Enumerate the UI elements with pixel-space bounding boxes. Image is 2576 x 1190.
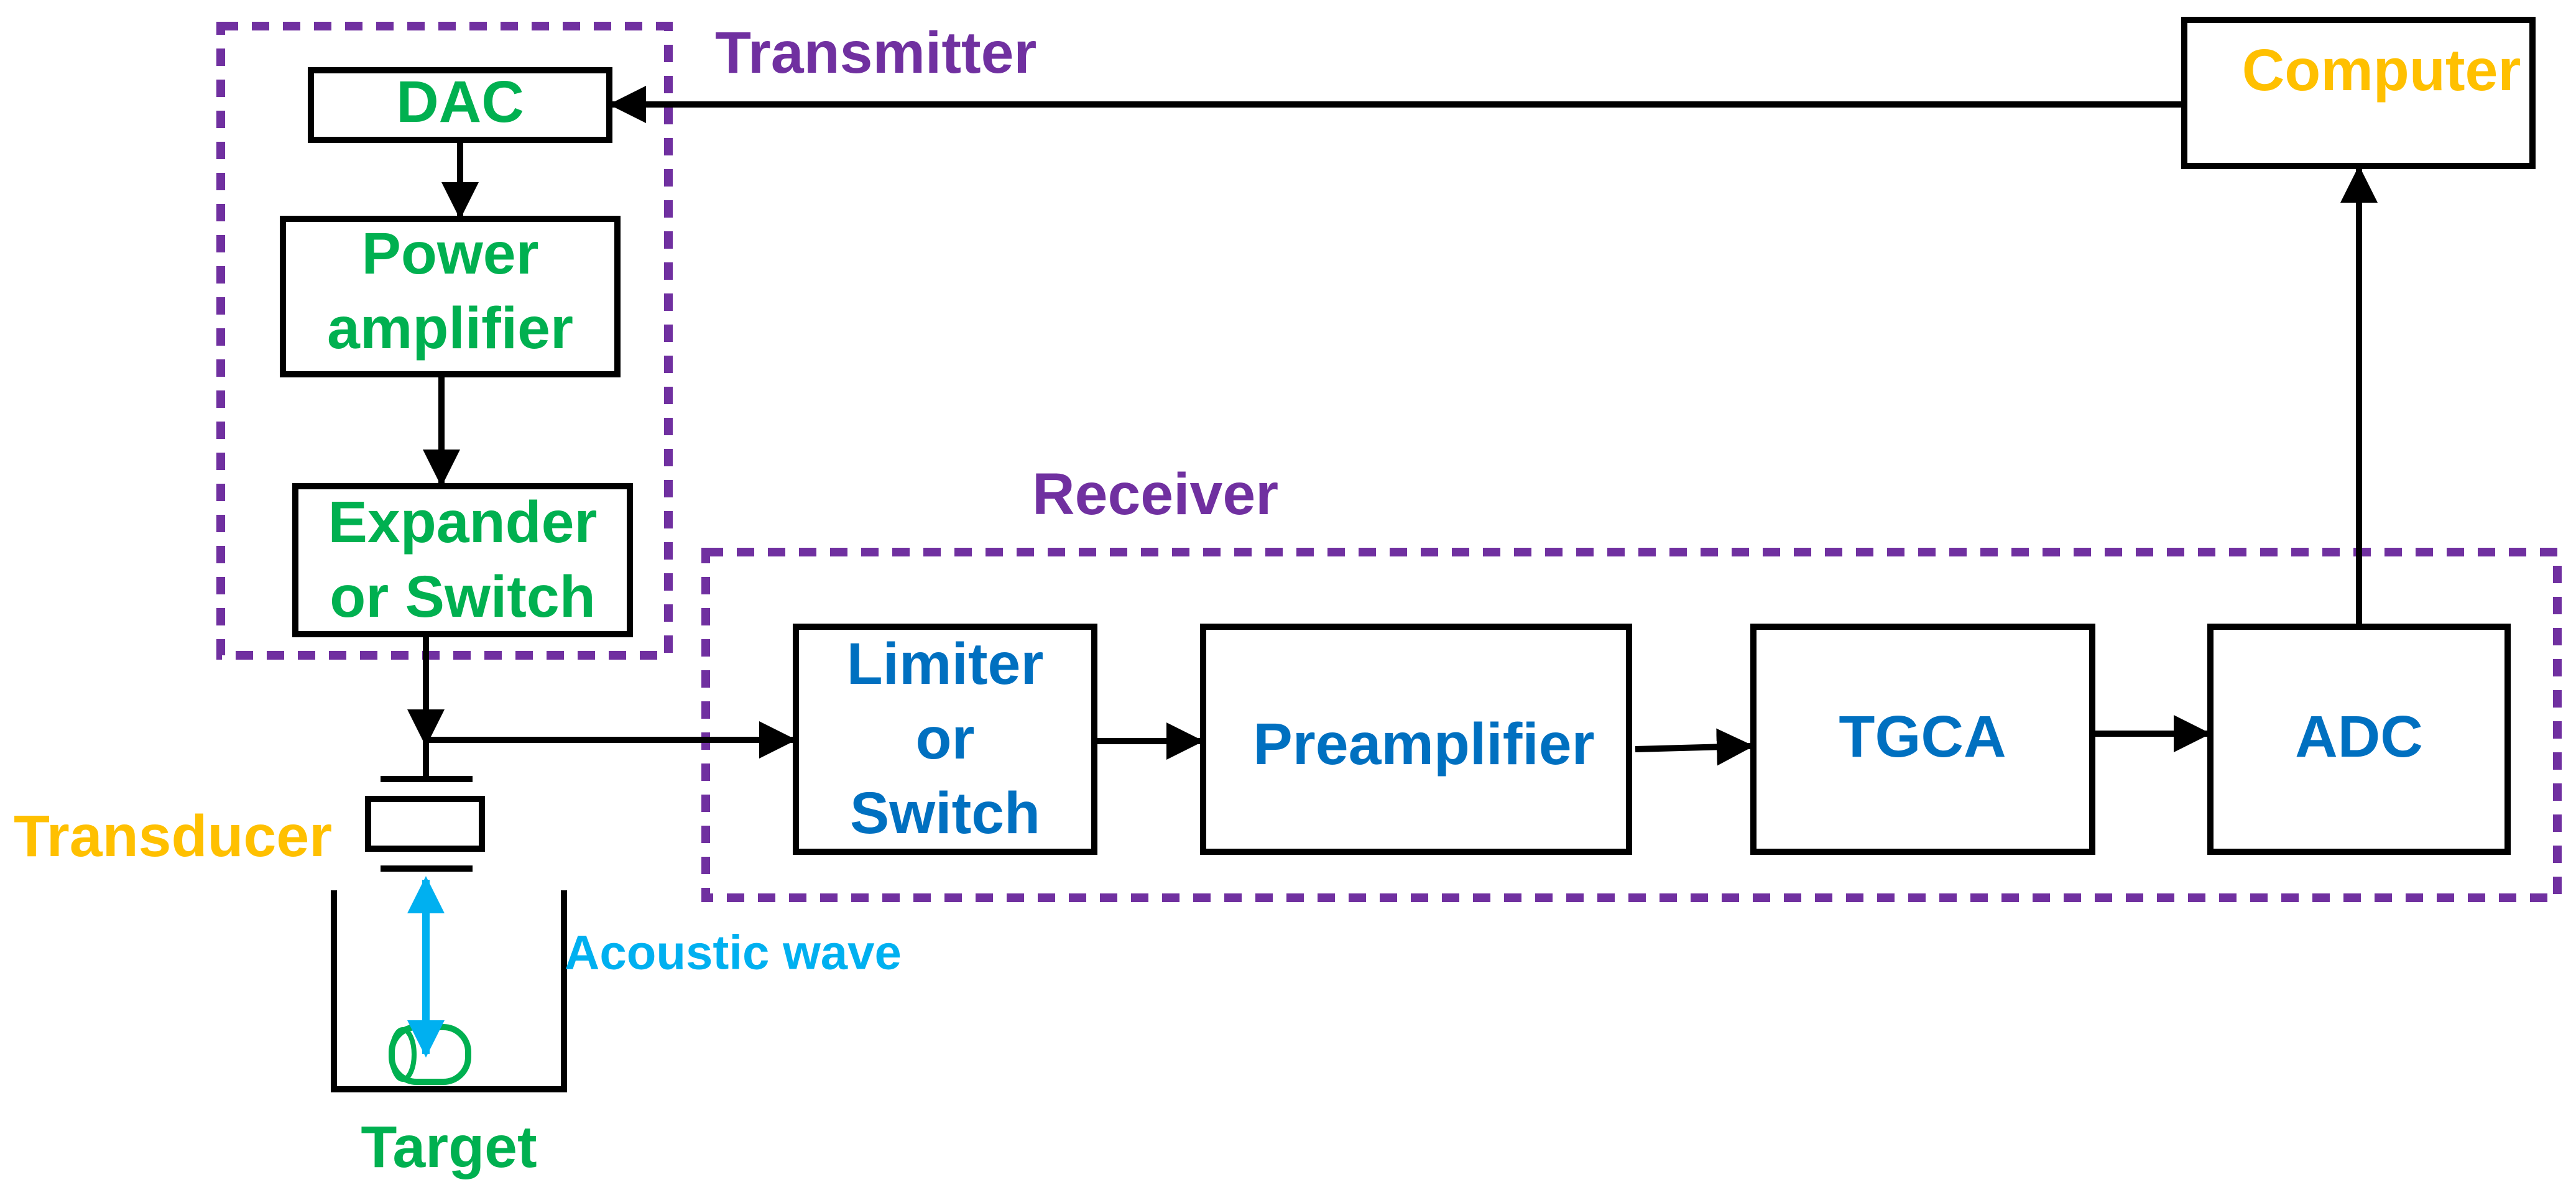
limiter-label-line1: Limiter: [847, 631, 1044, 697]
power-amplifier-label-line2: amplifier: [327, 295, 573, 361]
transmitter-group-border: [216, 22, 673, 660]
limiter-switch-block: [793, 624, 1097, 855]
target-cylinder-icon: [389, 1024, 471, 1085]
transducer-label: Transducer: [14, 803, 332, 869]
adc-block: [2207, 624, 2511, 855]
adc-label: ADC: [2295, 704, 2423, 770]
transducer-icon: [365, 743, 485, 872]
tgca-label: TGCA: [1839, 704, 2006, 770]
preamp-to-tgca-arrow: [1635, 728, 1754, 766]
transmitter-group-label: Transmitter: [715, 20, 1036, 86]
preamplifier-label: Preamplifier: [1253, 711, 1594, 777]
preamplifier-block: [1200, 624, 1632, 855]
computer-block: [2181, 17, 2536, 169]
tgca-block: [1750, 624, 2095, 855]
acoustic-wave-label: Acoustic wave: [565, 925, 902, 980]
computer-label: Computer: [2242, 37, 2521, 103]
expander-label-line2: or Switch: [330, 564, 596, 630]
expander-switch-block: [292, 483, 633, 637]
power-amplifier-label-line1: Power: [361, 221, 538, 287]
dac-label: DAC: [396, 69, 524, 135]
target-label: Target: [361, 1114, 537, 1180]
expander-label-line1: Expander: [328, 489, 598, 555]
limiter-label-line2: or: [916, 706, 975, 772]
limiter-label-line3: Switch: [850, 780, 1040, 846]
receiver-group-border: [701, 548, 2562, 902]
receiver-group-label: Receiver: [1032, 461, 1278, 527]
water-tank: [331, 890, 567, 1092]
